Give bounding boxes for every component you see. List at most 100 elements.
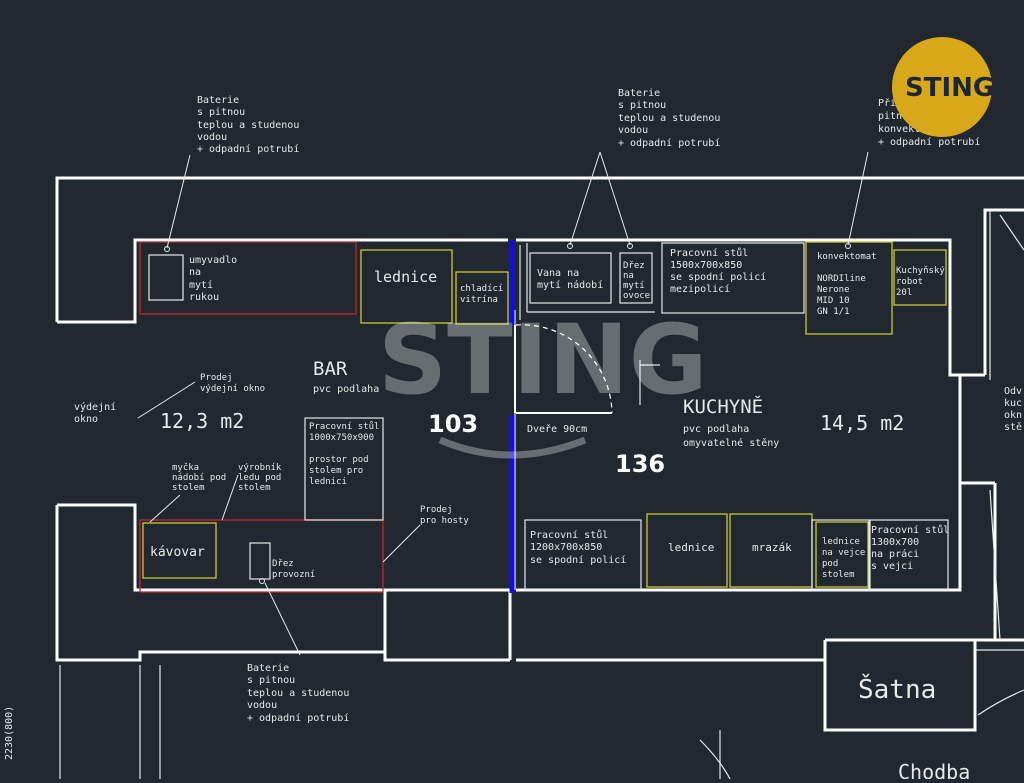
chladici-vitrina-label: chladící vitrína xyxy=(460,284,503,305)
svg-text:Baterie: Baterie xyxy=(247,663,289,674)
svg-text:Pracovní stůl: Pracovní stůl xyxy=(309,421,379,432)
svg-text:vodou: vodou xyxy=(247,700,277,711)
svg-text:konvektomat: konvektomat xyxy=(817,252,877,262)
bar-counters xyxy=(139,241,384,593)
pracovni-stul-kitchen-bottom-label: Pracovní stůl 1200x700x850 se spodní pol… xyxy=(530,529,626,566)
walls xyxy=(55,176,1024,732)
pracovni-stul-vejce-label: Pracovní stůl 1300x700 na práci s vejci xyxy=(871,524,949,572)
svg-text:20l: 20l xyxy=(896,288,912,298)
mrazak-label: mrazák xyxy=(752,541,792,554)
svg-text:se spodní policí: se spodní policí xyxy=(530,554,626,566)
svg-text:robot: robot xyxy=(896,277,923,287)
svg-text:1300x700: 1300x700 xyxy=(871,537,919,548)
svg-text:teplou a studenou: teplou a studenou xyxy=(197,120,299,131)
room-bar-name: BAR xyxy=(313,358,348,380)
svg-text:ovoce: ovoce xyxy=(623,291,650,301)
room-bar-floor: pvc podlaha xyxy=(313,384,379,395)
svg-text:1500x700x850: 1500x700x850 xyxy=(670,260,742,271)
svg-text:s pitnou: s pitnou xyxy=(618,100,666,111)
svg-text:STING: STING xyxy=(905,73,994,103)
kuchynsky-robot-label: Kuchyňský robot 20l xyxy=(896,266,945,298)
svg-text:konvektomatu: konvektomatu xyxy=(878,124,950,135)
door-label: Dveře 90cm xyxy=(527,423,587,435)
room-bar-number: 103 xyxy=(428,410,478,438)
annotation-mycka: myčka nádobí pod stolem xyxy=(172,462,226,493)
svg-text:výrobník: výrobník xyxy=(238,463,282,473)
svg-text:nádobí pod: nádobí pod xyxy=(172,473,226,483)
svg-text:teplou a studenou: teplou a studenou xyxy=(618,113,720,124)
furniture xyxy=(148,242,949,591)
room-cloakroom-name: Šatna xyxy=(858,673,936,705)
pracovni-stul-kitchen-top-label: Pracovní stůl 1500x700x850 se spodní pol… xyxy=(670,247,766,295)
svg-text:mytí nádobí: mytí nádobí xyxy=(537,279,603,291)
svg-text:Pracovní stůl: Pracovní stůl xyxy=(530,529,608,541)
vana-label: Vana na mytí nádobí xyxy=(537,268,603,291)
lednice-bar-label: lednice xyxy=(374,268,437,286)
svg-text:1000x750x900: 1000x750x900 xyxy=(309,433,374,443)
svg-text:mytí: mytí xyxy=(189,279,213,291)
svg-text:MID 10: MID 10 xyxy=(817,296,850,306)
svg-text:provozní: provozní xyxy=(272,570,315,580)
svg-text:myčka: myčka xyxy=(172,462,199,473)
svg-text:stolem pro: stolem pro xyxy=(309,466,363,476)
svg-text:+ odpadní potrubí: + odpadní potrubí xyxy=(247,712,349,724)
vydejni-okno-2: okno xyxy=(74,414,98,425)
svg-text:výdejní okno: výdejní okno xyxy=(200,384,265,394)
room-kitchen-area: 14,5 m2 xyxy=(820,411,904,435)
annotation-vyrobnik: výrobník ledu pod stolem xyxy=(238,463,282,493)
annotation-baterie-bottom: Baterie s pitnou teplou a studenou vodou… xyxy=(247,663,349,724)
konvektomat-label: konvektomat NORDIline Nerone MID 10 GN 1… xyxy=(817,252,877,317)
svg-text:Dřez: Dřez xyxy=(623,261,645,271)
annotation-prodej-vydejni: Prodej výdejní okno xyxy=(200,373,265,394)
svg-text:kuc: kuc xyxy=(1004,398,1022,409)
svg-text:Vana na: Vana na xyxy=(537,268,579,279)
dimension-label: 2230(800) xyxy=(4,706,15,760)
svg-text:Prodej: Prodej xyxy=(420,505,453,515)
drez-ovoce-label: Dřez na mytí ovoce xyxy=(623,261,650,301)
svg-text:stolem: stolem xyxy=(822,570,855,580)
svg-text:vitrína: vitrína xyxy=(460,295,498,305)
room-kitchen-name: KUCHYNĚ xyxy=(683,395,763,418)
room-corridor-name: Chodba xyxy=(898,760,970,779)
leaders xyxy=(137,151,869,656)
kavovar-label: kávovar xyxy=(150,545,205,560)
svg-text:chladící: chladící xyxy=(460,284,503,294)
annotation-baterie-mid: Baterie s pitnou teplou a studenou vodou… xyxy=(618,88,720,149)
svg-text:Nerone: Nerone xyxy=(817,285,850,295)
svg-text:s vejci: s vejci xyxy=(871,561,913,572)
svg-text:umyvadlo: umyvadlo xyxy=(189,255,237,266)
svg-text:ledu pod: ledu pod xyxy=(238,473,281,483)
svg-text:na: na xyxy=(623,271,634,281)
svg-text:lednici: lednici xyxy=(309,477,347,487)
room-bar: BAR pvc podlaha 12,3 m2 103 xyxy=(160,358,478,438)
svg-text:na vejce: na vejce xyxy=(822,548,865,558)
lednice-vejce-label: lednice na vejce pod stolem xyxy=(822,537,865,580)
svg-text:teplou a studenou: teplou a studenou xyxy=(247,688,349,699)
svg-text:Pracovní stůl: Pracovní stůl xyxy=(670,247,748,259)
svg-text:Baterie: Baterie xyxy=(197,95,239,106)
svg-text:pro hosty: pro hosty xyxy=(420,516,469,526)
room-kitchen: KUCHYNĚ pvc podlaha omyvatelné stěny 14,… xyxy=(615,395,904,478)
svg-text:+ odpadní potrubí: + odpadní potrubí xyxy=(197,143,299,155)
pracovni-stul-bar-label: Pracovní stůl 1000x750x900 prostor pod s… xyxy=(309,421,379,487)
room-kitchen-walls: omyvatelné stěny xyxy=(683,437,779,449)
room-bar-area: 12,3 m2 xyxy=(160,409,244,433)
annotation-prodej-hosty: Prodej pro hosty xyxy=(420,505,469,526)
svg-text:NORDIline: NORDIline xyxy=(817,274,866,284)
watermark: STING xyxy=(378,304,707,459)
svg-text:STING: STING xyxy=(378,304,707,416)
room-kitchen-floor: pvc podlaha xyxy=(683,424,749,435)
svg-text:stolem: stolem xyxy=(172,483,205,493)
umyvadlo-label: umyvadlo na mytí rukou xyxy=(189,255,237,303)
svg-text:Pracovní stůl: Pracovní stůl xyxy=(871,524,949,536)
svg-text:1200x700x850: 1200x700x850 xyxy=(530,542,602,553)
annotation-baterie-left: Baterie s pitnou teplou a studenou vodou… xyxy=(197,95,299,155)
svg-text:s pitnou: s pitnou xyxy=(247,675,295,686)
svg-text:Dřez: Dřez xyxy=(272,559,294,569)
right-cut-labels: Odv kuc okn stě xyxy=(1004,386,1022,433)
svg-text:okn: okn xyxy=(1004,410,1022,421)
svg-text:Baterie: Baterie xyxy=(618,88,660,99)
svg-text:Kuchyňský: Kuchyňský xyxy=(896,266,945,276)
svg-text:mezipolicí: mezipolicí xyxy=(670,283,730,295)
